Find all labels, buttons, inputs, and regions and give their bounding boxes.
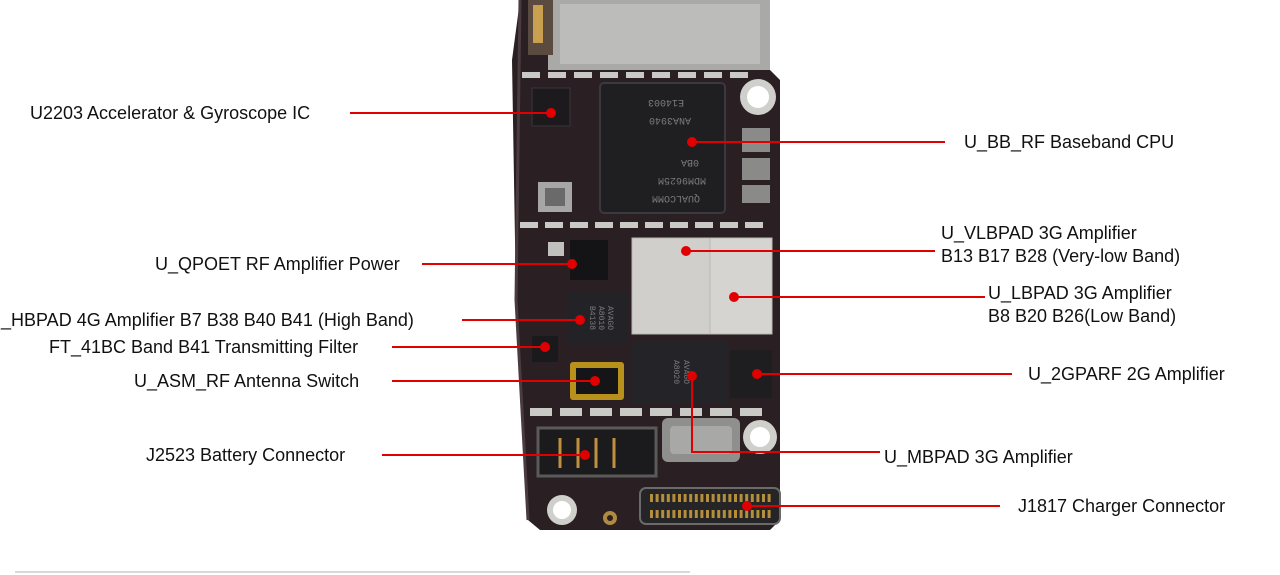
charger-pin-top-10 bbox=[706, 494, 709, 502]
charger-pin-top-12 bbox=[717, 494, 721, 502]
charger-pin-top-3 bbox=[666, 494, 670, 502]
label-ft41bc: FT_41BC Band B41 Transmitting Filter bbox=[49, 337, 359, 357]
label-hbpad: U_HBPAD 4G Amplifier B7 B38 B40 B41 (Hig… bbox=[0, 310, 414, 330]
charger-pin-top-4 bbox=[672, 494, 676, 502]
charger-pin-bottom-20 bbox=[762, 510, 765, 518]
baseband-marking-0: E14003 bbox=[648, 96, 684, 107]
dot-charger bbox=[742, 501, 752, 511]
charger-pin-bottom-1 bbox=[655, 510, 659, 518]
leader-mbpad bbox=[691, 376, 880, 453]
hb-text-line-2: B4138 bbox=[587, 306, 596, 330]
charger-pin-bottom-3 bbox=[666, 510, 670, 518]
label-vlbpad-line2: B13 B17 B28 (Very-low Band) bbox=[941, 246, 1181, 266]
label-mbpad: U_MBPAD 3G Amplifier bbox=[884, 447, 1073, 467]
charger-pin-bottom-11 bbox=[711, 510, 715, 518]
hb-text-line-0: AVAGO bbox=[605, 306, 614, 330]
charger-pin-top-21 bbox=[767, 494, 771, 502]
charger-pin-top-1 bbox=[655, 494, 659, 502]
charger-pin-top-6 bbox=[683, 494, 687, 502]
charger-pin-top-18 bbox=[750, 494, 754, 502]
bottom-divider bbox=[15, 571, 690, 573]
baseband-marking-1: ANA3940 bbox=[649, 114, 691, 125]
charger-pin-bottom-7 bbox=[689, 510, 693, 518]
chip-mbpad bbox=[632, 342, 728, 404]
chip-lbpad bbox=[709, 237, 773, 335]
charger-pin-bottom-6 bbox=[683, 510, 687, 518]
mounting-hole-bottom bbox=[547, 495, 577, 525]
charger-pin-bottom-16 bbox=[739, 510, 743, 518]
charger-pin-top-7 bbox=[689, 494, 693, 502]
label-vlbpad-line1: U_VLBPAD 3G Amplifier bbox=[941, 223, 1137, 243]
mounting-hole-top bbox=[740, 79, 776, 115]
label-charger: J1817 Charger Connector bbox=[1018, 496, 1226, 516]
charger-pin-bottom-15 bbox=[734, 510, 737, 518]
charger-pin-top-20 bbox=[762, 494, 765, 502]
charger-pin-bottom-0 bbox=[650, 510, 653, 518]
label-qpoet: U_QPOET RF Amplifier Power bbox=[155, 254, 400, 274]
label-lbpad-line1: U_LBPAD 3G Amplifier bbox=[988, 283, 1172, 303]
charger-pin-top-14 bbox=[728, 494, 732, 502]
charger-pin-bottom-2 bbox=[661, 510, 665, 518]
charger-pin-top-13 bbox=[722, 494, 726, 502]
charger-pin-bottom-13 bbox=[722, 510, 726, 518]
charger-pin-top-9 bbox=[700, 494, 704, 502]
baseband-marking-3: MDM9625M bbox=[658, 174, 706, 185]
charger-pin-top-5 bbox=[678, 494, 681, 502]
dot-qpoet bbox=[567, 259, 577, 269]
charger-pin-bottom-9 bbox=[700, 510, 704, 518]
label-vlbpad: U_VLBPAD 3G Amplifier B13 B17 B28 (Very-… bbox=[941, 222, 1180, 268]
charger-pin-top-8 bbox=[694, 494, 698, 502]
label-lbpad-line2: B8 B20 B26(Low Band) bbox=[988, 306, 1177, 326]
charger-pin-top-15 bbox=[734, 494, 737, 502]
charger-pin-top-17 bbox=[745, 494, 749, 502]
charger-pin-bottom-19 bbox=[756, 510, 760, 518]
charger-pin-top-19 bbox=[756, 494, 760, 502]
charger-pin-top-16 bbox=[739, 494, 743, 502]
label-accelerometer: U2203 Accelerator & Gyroscope IC bbox=[30, 103, 311, 123]
label-lbpad: U_LBPAD 3G Amplifier B8 B20 B26(Low Band… bbox=[988, 282, 1176, 328]
baseband-marking-2: 0BA bbox=[681, 156, 699, 167]
label-baseband: U_BB_RF Baseband CPU bbox=[964, 132, 1175, 152]
dot-asm bbox=[590, 376, 600, 386]
charger-pin-bottom-12 bbox=[717, 510, 721, 518]
mb-text-line-0: AVAGO bbox=[681, 360, 690, 384]
charger-pin-top-2 bbox=[661, 494, 665, 502]
dot-mbpad bbox=[687, 371, 697, 381]
dot-ft41bc bbox=[540, 342, 550, 352]
charger-pin-top-11 bbox=[711, 494, 715, 502]
charger-pin-bottom-10 bbox=[706, 510, 709, 518]
chip-qpoet bbox=[570, 240, 608, 280]
mounting-hole-middle bbox=[743, 420, 777, 454]
label-gparf: U_2GPARF 2G Amplifier bbox=[1028, 364, 1225, 384]
dot-accelerometer bbox=[546, 108, 556, 118]
dot-battery bbox=[580, 450, 590, 460]
mb-text-line-1: A8020 bbox=[671, 360, 680, 384]
label-battery: J2523 Battery Connector bbox=[146, 445, 346, 465]
charger-pin-top-0 bbox=[650, 494, 653, 502]
charger-pin-bottom-18 bbox=[750, 510, 754, 518]
chip-vlbpad bbox=[631, 237, 711, 335]
charger-pin-bottom-17 bbox=[745, 510, 749, 518]
dot-hbpad bbox=[575, 315, 585, 325]
charger-pin-bottom-5 bbox=[678, 510, 681, 518]
charger-pin-bottom-21 bbox=[767, 510, 771, 518]
charger-pin-bottom-8 bbox=[694, 510, 698, 518]
label-asm: U_ASM_RF Antenna Switch bbox=[134, 371, 360, 391]
charger-pin-bottom-14 bbox=[728, 510, 732, 518]
dot-lbpad bbox=[729, 292, 739, 302]
baseband-marking-4: QUALCOMM bbox=[652, 192, 700, 203]
chip-baseband bbox=[599, 82, 726, 214]
dot-vlbpad bbox=[681, 246, 691, 256]
charger-pin-bottom-4 bbox=[672, 510, 676, 518]
dot-baseband bbox=[687, 137, 697, 147]
hb-text-line-1: A8010 bbox=[596, 306, 605, 330]
dot-gparf bbox=[752, 369, 762, 379]
